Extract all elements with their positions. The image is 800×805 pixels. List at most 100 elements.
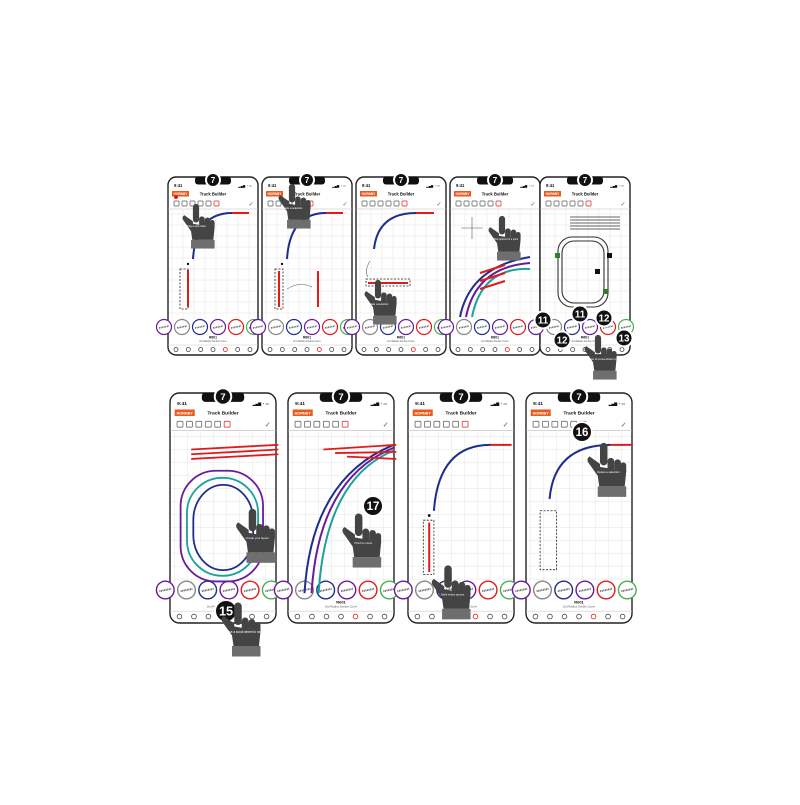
delete-x-icon[interactable] — [461, 420, 469, 428]
more-nav-icon[interactable] — [501, 613, 508, 620]
layers-icon[interactable] — [361, 200, 368, 207]
search-nav-icon[interactable] — [547, 613, 553, 620]
gear-nav-icon[interactable] — [249, 613, 255, 620]
confirm-check-icon[interactable]: ✓ — [620, 202, 625, 208]
search-nav-icon[interactable] — [191, 613, 197, 620]
trash-icon[interactable] — [322, 420, 330, 428]
confirm-check-icon[interactable]: ✓ — [342, 202, 347, 208]
confirm-check-icon[interactable]: ✓ — [436, 202, 441, 208]
track-picker-item[interactable] — [575, 580, 595, 600]
list-nav-icon[interactable] — [304, 347, 310, 352]
confirm-check-icon[interactable]: ✓ — [265, 422, 271, 429]
track-picker-item[interactable] — [532, 580, 553, 600]
more-nav-icon[interactable] — [247, 347, 253, 352]
track-picker-item[interactable] — [414, 580, 435, 600]
grid-icon[interactable] — [452, 420, 459, 428]
track-picker-item[interactable] — [273, 580, 293, 600]
copy-icon[interactable] — [195, 420, 203, 428]
grid-icon[interactable] — [577, 200, 584, 207]
trash-icon[interactable] — [197, 200, 204, 207]
bulb-nav-icon[interactable] — [198, 347, 204, 352]
track-picker-item[interactable] — [155, 580, 175, 600]
delete-x-icon[interactable] — [495, 200, 502, 207]
more-nav-icon[interactable] — [529, 347, 535, 352]
list-nav-icon[interactable] — [398, 347, 404, 352]
grid-icon[interactable] — [393, 200, 400, 207]
bulb-nav-icon[interactable] — [561, 613, 568, 620]
layers-icon[interactable] — [176, 420, 184, 428]
confirm-check-icon[interactable]: ✓ — [503, 422, 509, 429]
grid-icon[interactable] — [205, 200, 212, 207]
track-canvas[interactable] — [409, 431, 513, 581]
home-nav-icon[interactable] — [455, 347, 461, 352]
pencil-icon[interactable] — [463, 200, 470, 207]
trash-icon[interactable] — [560, 420, 568, 428]
layers-icon[interactable] — [267, 200, 274, 207]
trash-icon[interactable] — [204, 420, 212, 428]
home-nav-icon[interactable] — [361, 347, 367, 352]
pencil-icon[interactable] — [424, 420, 431, 428]
more-nav-icon[interactable] — [619, 347, 625, 352]
track-picker-item[interactable] — [596, 580, 616, 600]
track-picker-item[interactable] — [240, 580, 260, 600]
search-nav-icon[interactable] — [309, 613, 315, 620]
home-nav-icon[interactable] — [176, 613, 183, 620]
layers-icon[interactable] — [173, 200, 180, 207]
track-picker-item[interactable] — [198, 580, 218, 600]
home-nav-icon[interactable] — [532, 613, 539, 620]
trash-icon[interactable] — [385, 200, 392, 207]
delete-x-icon[interactable] — [223, 420, 231, 428]
gear-nav-icon[interactable] — [329, 347, 335, 352]
track-picker-item[interactable] — [176, 580, 197, 600]
pencil-icon[interactable] — [542, 420, 549, 428]
home-nav-icon[interactable] — [294, 613, 301, 620]
delete-x-icon[interactable] — [401, 200, 408, 207]
search-nav-icon[interactable] — [467, 347, 473, 352]
copy-icon[interactable] — [561, 200, 568, 207]
more-nav-icon[interactable] — [263, 613, 270, 620]
more-nav-icon[interactable] — [341, 347, 347, 352]
list-nav-icon[interactable] — [338, 613, 344, 620]
edit-nav-icon[interactable] — [504, 347, 510, 352]
bulb-nav-icon[interactable] — [570, 347, 576, 352]
track-canvas[interactable] — [169, 210, 257, 319]
pencil-icon[interactable] — [275, 200, 282, 207]
pencil-icon[interactable] — [181, 200, 188, 207]
copy-icon[interactable] — [433, 420, 441, 428]
trash-icon[interactable] — [442, 420, 450, 428]
layers-icon[interactable] — [545, 200, 552, 207]
pencil-icon[interactable] — [553, 200, 560, 207]
gear-nav-icon[interactable] — [517, 347, 523, 352]
track-picker-item[interactable] — [337, 580, 357, 600]
edit-nav-icon[interactable] — [222, 347, 228, 352]
edit-nav-icon[interactable] — [316, 347, 322, 352]
copy-icon[interactable] — [313, 420, 321, 428]
confirm-check-icon[interactable]: ✓ — [248, 202, 253, 208]
track-picker-item[interactable] — [554, 580, 574, 600]
confirm-check-icon[interactable]: ✓ — [621, 422, 627, 429]
edit-nav-icon[interactable] — [410, 347, 416, 352]
list-nav-icon[interactable] — [492, 347, 498, 352]
track-picker-item[interactable] — [219, 580, 239, 600]
bulb-nav-icon[interactable] — [292, 347, 298, 352]
copy-icon[interactable] — [551, 420, 559, 428]
layers-icon[interactable] — [294, 420, 302, 428]
home-nav-icon[interactable] — [173, 347, 179, 352]
gear-nav-icon[interactable] — [367, 613, 373, 620]
track-canvas[interactable] — [357, 210, 445, 319]
confirm-check-icon[interactable]: ✓ — [530, 202, 535, 208]
home-nav-icon[interactable] — [267, 347, 273, 352]
pencil-icon[interactable] — [369, 200, 376, 207]
more-nav-icon[interactable] — [619, 613, 626, 620]
more-nav-icon[interactable] — [435, 347, 441, 352]
track-picker-item[interactable] — [617, 580, 637, 600]
track-picker-item[interactable] — [478, 580, 498, 600]
track-canvas[interactable] — [527, 431, 631, 581]
delete-x-icon[interactable] — [341, 420, 349, 428]
pencil-icon[interactable] — [304, 420, 311, 428]
track-picker-item[interactable] — [358, 580, 378, 600]
bulb-nav-icon[interactable] — [323, 613, 330, 620]
grid-icon[interactable] — [487, 200, 494, 207]
trash-icon[interactable] — [479, 200, 486, 207]
grid-icon[interactable] — [214, 420, 221, 428]
